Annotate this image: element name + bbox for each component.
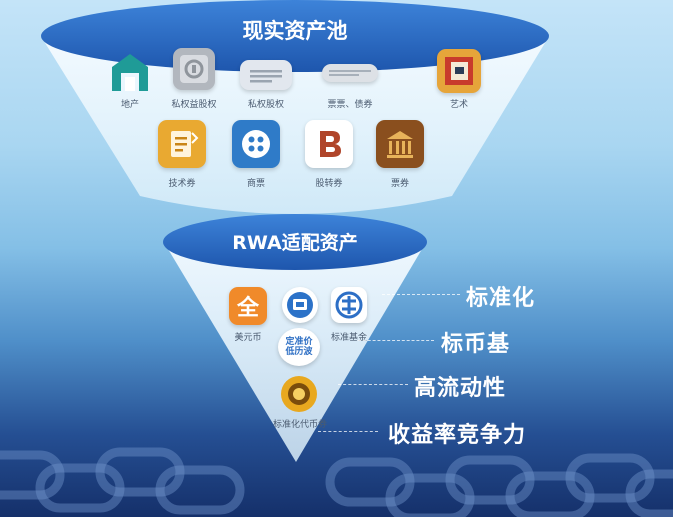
screen-icon: [282, 287, 318, 323]
benefit-yield-competitiveness: 收益率竞争力: [388, 423, 527, 448]
dots-icon: [232, 120, 280, 168]
temple-icon: [376, 120, 424, 168]
text-badge-label: 定准价 低历波: [285, 337, 313, 357]
currency-icon: [331, 287, 367, 323]
connector-line-1: [382, 294, 460, 295]
safe-icon: [173, 48, 215, 90]
caption-tech-voucher: 技术券: [168, 179, 196, 189]
bottom-funnel-rim: [163, 214, 427, 270]
coin-quan-glyph: 全: [236, 296, 259, 321]
paper-icon: [322, 64, 378, 82]
connector-line-3: [338, 384, 408, 385]
text-badge-icon: 定准价 低历波: [278, 328, 320, 366]
b-letter-icon: [305, 120, 353, 168]
benefit-standard-coin-base: 标币基: [441, 332, 511, 357]
ring-coin-icon: [279, 374, 319, 414]
caption-private-rights: 私权股权: [247, 100, 285, 110]
caption-real-estate: 地产: [120, 100, 140, 110]
benefit-standardization: 标准化: [466, 286, 536, 311]
benefit-high-liquidity: 高流动性: [414, 376, 507, 401]
caption-private-equity: 私权益股权: [171, 100, 217, 110]
top-funnel-body: [42, 38, 548, 214]
caption-equity-voucher: 股转券: [315, 179, 343, 189]
connector-line-4: [318, 431, 378, 432]
coin-quan-icon: 全: [229, 287, 267, 325]
art-frame-icon: [437, 49, 481, 93]
caption-usd-coin: 美元币: [234, 333, 262, 343]
chain-decoration: [0, 447, 673, 517]
top-pool-title: 现实资产池: [242, 19, 348, 43]
caption-standard-fund: 标准基金: [330, 333, 368, 343]
document-icon: [240, 60, 292, 90]
rwa-pool-title: RWA适配资产: [232, 232, 358, 254]
caption-commercial-bill: 商票: [246, 179, 266, 189]
top-funnel-rim: [41, 0, 549, 72]
caption-standard-token: 标准化代币券: [272, 420, 328, 430]
caption-bills-bonds: 票票、债券: [327, 100, 373, 110]
caption-art: 艺术: [449, 100, 469, 110]
caption-bill-voucher: 票券: [390, 179, 410, 189]
building-icon: [108, 51, 152, 93]
certificate-icon: [158, 120, 206, 168]
connector-line-2: [358, 340, 434, 341]
